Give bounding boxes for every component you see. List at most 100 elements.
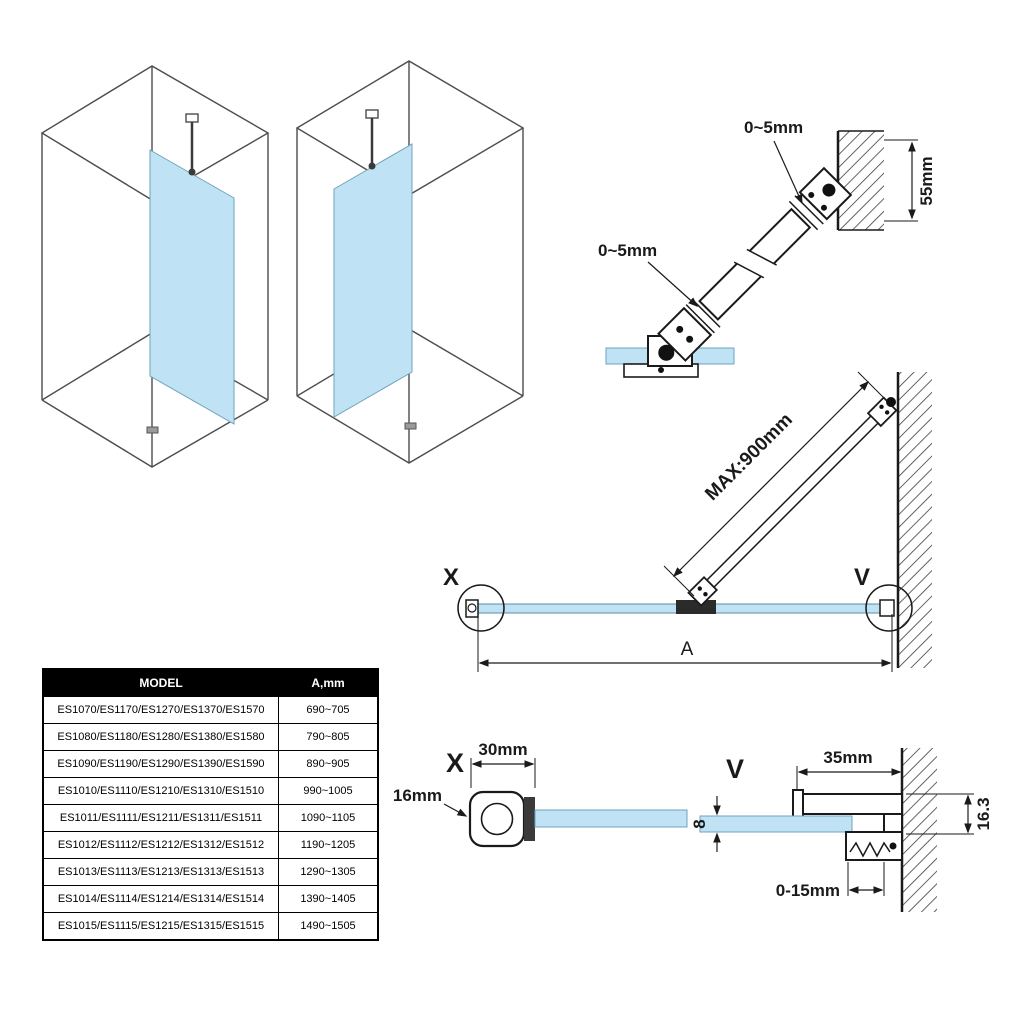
dimension-30mm: 30mm bbox=[470, 740, 536, 788]
glass-section bbox=[699, 815, 853, 833]
bracket-end-cap bbox=[792, 789, 804, 819]
wall-hatch bbox=[903, 748, 937, 912]
table-row: ES1090/ES1190/ES1290/ES1390/ES1590 890~9… bbox=[42, 750, 379, 778]
model-cell: ES1090/ES1190/ES1290/ES1390/ES1590 bbox=[42, 750, 279, 778]
screw-dot bbox=[820, 204, 827, 211]
detail-x: X 30mm 16mm bbox=[393, 740, 688, 848]
extension-lines bbox=[663, 371, 889, 597]
support-arm bbox=[657, 166, 853, 362]
ceiling-mount bbox=[365, 109, 379, 119]
bar-glass-clamp bbox=[676, 600, 716, 614]
a-cell: 1390~1405 bbox=[278, 885, 379, 913]
gap-tick bbox=[788, 200, 819, 231]
a-cell: 1490~1505 bbox=[278, 912, 379, 941]
spring-symbol bbox=[849, 841, 891, 858]
dimension-16-3: 16.3 bbox=[906, 793, 993, 835]
profile-bore bbox=[480, 802, 514, 836]
dimension-0-15mm: 0-15mm bbox=[776, 862, 885, 900]
plan-view: MAX:900mm X V A bbox=[443, 371, 932, 672]
gap-tick bbox=[685, 304, 715, 334]
wall-pivot-dot bbox=[886, 397, 896, 407]
table-row: ES1011/ES1111/ES1211/ES1311/ES1511 1090~… bbox=[42, 804, 379, 832]
model-cell: ES1010/ES1110/ES1210/ES1310/ES1510 bbox=[42, 777, 279, 805]
front-profile-knob bbox=[467, 603, 477, 613]
wall-clamp bbox=[798, 166, 853, 221]
dimension-label: MAX:900mm bbox=[701, 409, 796, 504]
model-table: MODEL A,mm ES1070/ES1170/ES1270/ES1370/E… bbox=[42, 668, 379, 941]
a-cell: 1190~1205 bbox=[278, 831, 379, 859]
dimension-label: 16.3 bbox=[974, 797, 993, 830]
detail-callout-v bbox=[865, 584, 913, 632]
dimension-glass-8: 8 bbox=[690, 796, 721, 852]
rod-clamp bbox=[368, 162, 376, 170]
bracket-detail: 55mm 0~5mm 0~5mm bbox=[598, 118, 936, 378]
extension-lines bbox=[470, 758, 536, 788]
dimension-label: 0~5mm bbox=[598, 241, 657, 260]
iso-enclosure-right bbox=[295, 60, 525, 464]
break-line bbox=[733, 261, 765, 279]
model-cell: ES1015/ES1115/ES1215/ES1315/ES1515 bbox=[42, 912, 279, 941]
extension-lines bbox=[847, 862, 885, 896]
leader-line bbox=[443, 803, 468, 817]
model-cell: ES1014/ES1114/ES1214/ES1314/ES1514 bbox=[42, 885, 279, 913]
screw-dot bbox=[676, 325, 684, 333]
screw-dot bbox=[697, 586, 702, 591]
panel-foot bbox=[146, 426, 159, 434]
a-cell: 790~805 bbox=[278, 723, 379, 751]
dimension-gap-bottom: 0~5mm bbox=[598, 241, 699, 308]
dimension-label: 16mm bbox=[393, 786, 442, 805]
dimension-16mm: 16mm bbox=[393, 786, 468, 817]
dimension-label: 0-15mm bbox=[776, 881, 840, 900]
table-row: ES1010/ES1110/ES1210/ES1310/ES1510 990~1… bbox=[42, 777, 379, 805]
model-cell: ES1012/ES1112/ES1212/ES1312/ES1512 bbox=[42, 831, 279, 859]
a-cell: 990~1005 bbox=[278, 777, 379, 805]
detail-title: V bbox=[726, 754, 744, 784]
wall-bracket-top bbox=[796, 793, 903, 815]
screw-dot bbox=[884, 410, 890, 415]
ceiling-mount bbox=[185, 113, 199, 123]
iso-enclosure-left bbox=[40, 65, 270, 468]
model-cell: ES1011/ES1111/ES1211/ES1311/ES1511 bbox=[42, 804, 279, 832]
dimension-max-900: MAX:900mm bbox=[663, 371, 889, 597]
extension-lines bbox=[906, 793, 974, 835]
dimension-label: 0~5mm bbox=[744, 118, 803, 137]
clamp-screw bbox=[889, 842, 897, 850]
dimension-55mm: 55mm bbox=[884, 139, 936, 222]
dimension-gap-top: 0~5mm bbox=[744, 118, 803, 205]
screw-dot bbox=[808, 192, 815, 199]
break-line bbox=[746, 248, 777, 266]
dimension-label: 8 bbox=[690, 819, 709, 828]
table-row: ES1014/ES1114/ES1214/ES1314/ES1514 1390~… bbox=[42, 885, 379, 913]
model-cell: ES1070/ES1170/ES1270/ES1370/ES1570 bbox=[42, 696, 279, 724]
dimension-label: 55mm bbox=[917, 156, 936, 205]
table-row: ES1070/ES1170/ES1270/ES1370/ES1570 690~7… bbox=[42, 696, 379, 724]
detail-v: V 35mm 8 0-15mm 16.3 bbox=[690, 748, 993, 912]
dimension-a: A bbox=[477, 614, 893, 672]
detail-callout-x bbox=[457, 584, 505, 632]
screw-dot bbox=[879, 404, 884, 410]
break-mask bbox=[734, 250, 776, 278]
leader-line bbox=[647, 261, 699, 308]
a-cell: 890~905 bbox=[278, 750, 379, 778]
leader-line bbox=[773, 140, 803, 205]
a-cell: 1290~1305 bbox=[278, 858, 379, 886]
glass-section bbox=[534, 809, 688, 828]
model-cell: ES1013/ES1113/ES1213/ES1313/ES1513 bbox=[42, 858, 279, 886]
pivot-dot bbox=[658, 344, 675, 361]
detail-title: X bbox=[446, 748, 464, 778]
dimension-label: A bbox=[681, 639, 694, 660]
dimension-label: 35mm bbox=[823, 748, 872, 767]
col-header-amm: A,mm bbox=[278, 668, 379, 697]
bar-body bbox=[705, 414, 880, 589]
extension-lines bbox=[884, 139, 918, 222]
dimension-label: 30mm bbox=[478, 740, 527, 759]
a-cell: 690~705 bbox=[278, 696, 379, 724]
model-cell: ES1080/ES1180/ES1280/ES1380/ES1580 bbox=[42, 723, 279, 751]
panel-foot bbox=[404, 422, 417, 430]
gasket-seal bbox=[524, 797, 535, 841]
detail-marker-v: V bbox=[854, 564, 870, 591]
dimension-35mm: 35mm bbox=[796, 748, 902, 790]
table-row: ES1012/ES1112/ES1212/ES1312/ES1512 1190~… bbox=[42, 831, 379, 859]
glass-end-clamp bbox=[657, 306, 713, 362]
